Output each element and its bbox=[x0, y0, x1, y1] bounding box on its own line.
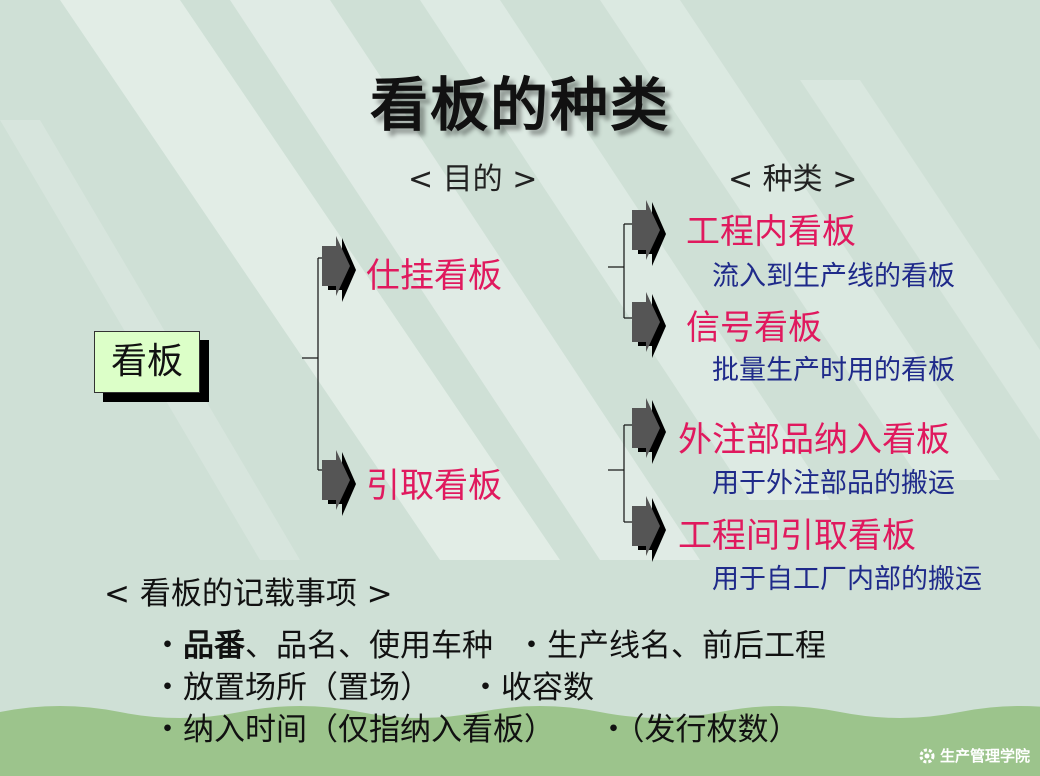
bullet: ・ bbox=[152, 670, 183, 706]
arrow-icon bbox=[632, 200, 666, 266]
type-node: 外注部品纳入看板 bbox=[678, 420, 950, 460]
bullet: ・ bbox=[598, 712, 629, 748]
notes-heading: < 看板的记载事项 > bbox=[104, 576, 393, 612]
type-description: 流入到生产线的看板 bbox=[712, 261, 955, 292]
arrow-icon bbox=[322, 450, 356, 516]
bullet: ・ bbox=[152, 628, 183, 664]
arrow-icon bbox=[632, 292, 666, 358]
slide-title: 看板的种类 bbox=[369, 71, 670, 139]
notes-line: ・（发行枚数） bbox=[598, 704, 800, 749]
type-node: 工程内看板 bbox=[686, 212, 856, 252]
notes-item: （发行枚数） bbox=[629, 712, 800, 748]
logo-text: 生产管理学院 bbox=[939, 747, 1030, 765]
arrow-icon bbox=[632, 398, 666, 464]
notes-line: ・放置场所（置场） bbox=[152, 662, 431, 707]
type-node: 工程间引取看板 bbox=[678, 516, 916, 556]
root-node: 看板 bbox=[94, 331, 200, 393]
arrow-icon bbox=[632, 496, 666, 562]
purpose-header: < 目的 > bbox=[408, 162, 538, 197]
gear-icon bbox=[919, 748, 935, 763]
notes-item: 纳入时间（仅指纳入看板） bbox=[183, 712, 555, 748]
type-node: 信号看板 bbox=[686, 308, 822, 348]
type-description: 用于自工厂内部的搬运 bbox=[712, 564, 982, 595]
purpose-node: 引取看板 bbox=[366, 466, 502, 506]
bullet: ・ bbox=[152, 712, 183, 748]
bullet: ・ bbox=[470, 670, 501, 706]
type-description: 批量生产时用的看板 bbox=[712, 355, 955, 386]
purpose-node: 仕挂看板 bbox=[366, 256, 502, 296]
notes-item: 收容数 bbox=[501, 670, 594, 706]
notes-item-bold: 品番 bbox=[183, 628, 245, 664]
notes-item: 生产线名、前后工程 bbox=[547, 628, 826, 664]
notes-item: 放置场所（置场） bbox=[183, 670, 431, 706]
notes-line: ・收容数 bbox=[470, 662, 594, 707]
notes-line: ・品番、品名、使用车种 bbox=[152, 620, 493, 665]
notes-line: ・生产线名、前后工程 bbox=[516, 620, 826, 665]
notes-item: 、品名、使用车种 bbox=[245, 628, 493, 664]
footer-logo: 生产管理学院 bbox=[918, 745, 1030, 766]
type-description: 用于外注部品的搬运 bbox=[712, 468, 955, 499]
arrow-icon bbox=[322, 236, 356, 302]
types-header: < 种类 > bbox=[728, 162, 858, 197]
bullet: ・ bbox=[516, 628, 547, 664]
notes-line: ・纳入时间（仅指纳入看板） bbox=[152, 704, 555, 749]
